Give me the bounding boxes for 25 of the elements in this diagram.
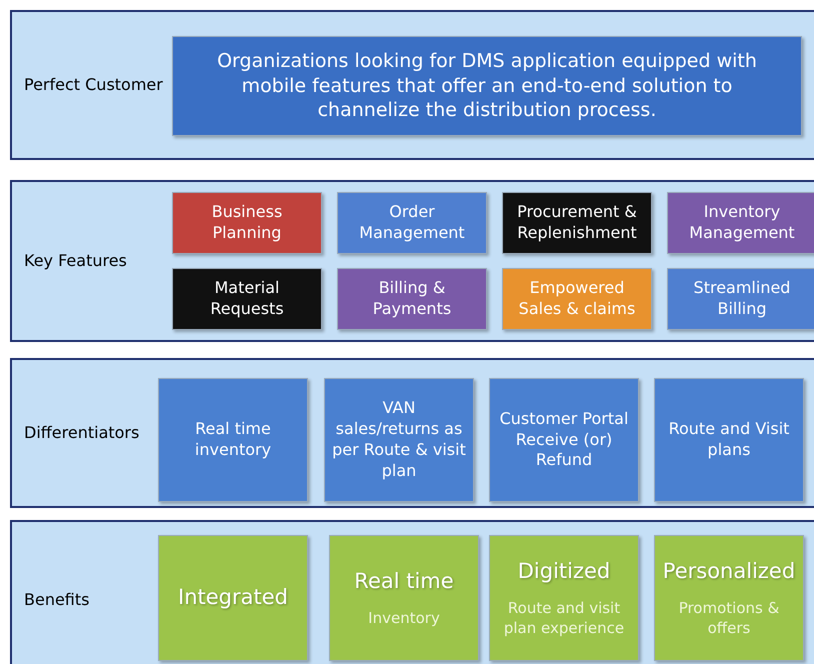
description-box: Organizations looking for DMS application equipped with mobile features that offer an end-to-end solution to channelize the distribution process.	[172, 36, 802, 136]
section-heading: Differentiators	[24, 423, 140, 442]
benefit-box: Personalized Promotions & offers	[654, 535, 804, 661]
section-band	[10, 180, 814, 342]
benefit-box: Integrated	[158, 535, 308, 661]
feature-box: Procurement & Replenishment	[502, 192, 652, 254]
feature-box: Empowered Sales & claims	[502, 268, 652, 330]
feature-box: Material Requests	[172, 268, 322, 330]
section-band	[10, 10, 814, 160]
feature-box: Billing & Payments	[337, 268, 487, 330]
section-heading: Benefits	[24, 590, 90, 609]
feature-box: Business Planning	[172, 192, 322, 254]
feature-box: Order Management	[337, 192, 487, 254]
feature-box: Inventory Management	[667, 192, 814, 254]
section-band	[10, 358, 814, 508]
differentiator-box: Customer Portal Receive (or) Refund	[489, 378, 639, 502]
section-heading: Perfect Customer	[24, 75, 163, 94]
differentiator-box: Real time inventory	[158, 378, 308, 502]
benefit-box: Digitized Route and visit plan experience	[489, 535, 639, 661]
section-heading: Key Features	[24, 251, 127, 270]
differentiator-box: Route and Visit plans	[654, 378, 804, 502]
benefit-box: Real time Inventory	[329, 535, 479, 661]
section-band	[10, 520, 814, 664]
differentiator-box: VAN sales/returns as per Route & visit plan	[324, 378, 474, 502]
feature-box: Streamlined Billing	[667, 268, 814, 330]
